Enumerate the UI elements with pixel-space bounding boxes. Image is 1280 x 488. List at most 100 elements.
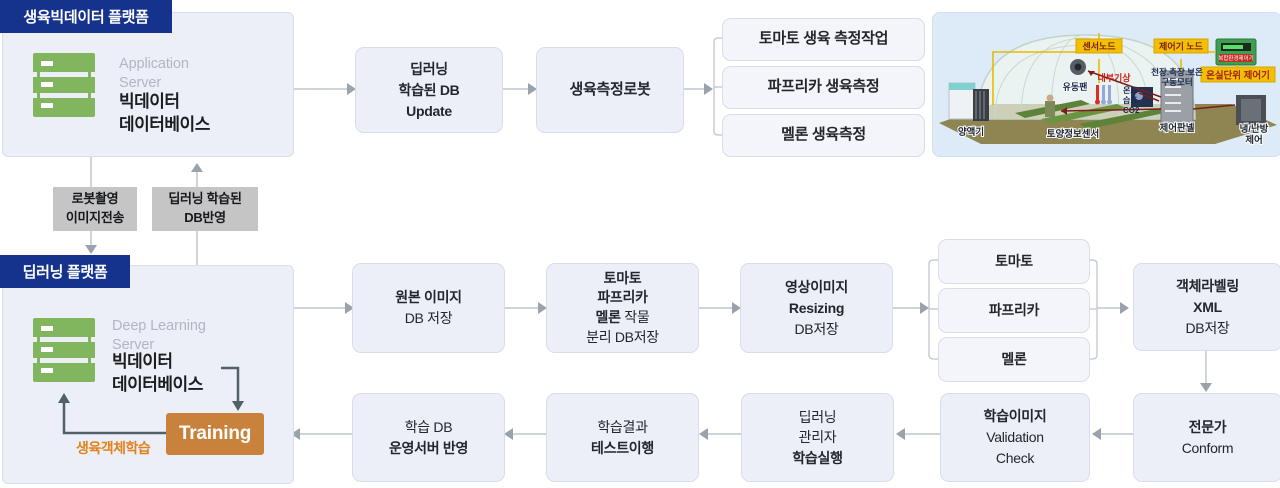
flow-box-crop-separation: 토마토 파프리카 멜론 작물 분리 DB저장 [546,263,699,353]
test-line2: 테스트이행 [591,439,654,456]
nutrient-machine-top [949,83,975,90]
validation-line2: Validation [986,429,1044,445]
flow-box-growth-robot: 생육측정로봇 [536,47,684,133]
gh-controller-label: 온실단위 제어기 [1206,70,1270,82]
separate-line3-bold: 멜론 [595,309,621,325]
expert-line1: 전문가 [1188,418,1227,435]
flow-box-object-labeling: 객체라벨링 XML DB저장 [1133,263,1280,351]
paprika-measure-label: 파프리카 생육측정 [767,78,880,96]
dl-server-name-line1: 빅데이터 [112,352,173,371]
resize-line1: 영상이미지 [785,278,848,295]
nutrient-pipes [973,89,989,121]
validation-line3: Check [995,450,1035,466]
app-server-name-line1: 빅데이터 [119,92,180,111]
transfer-up-line1: 딥러닝 학습된 [168,191,242,207]
fan-label: 유동팬 [1063,81,1088,92]
env-controller-device: 복합환경제어기 [1215,38,1257,66]
separate-line2: 파프리카 [597,289,648,306]
greenhouse-ribs [994,34,1174,118]
crop-paprika-label: 파프리카 [988,302,1040,318]
train-run-line3: 학습실행 [792,449,843,466]
test-line1: 학습결과 [597,418,648,435]
train-run-line2: 관리자 [798,429,837,446]
crop-row [1041,104,1126,124]
sensor-wires [992,33,1238,105]
resize-line2: Resizing [788,299,845,316]
flow-box-original-image: 원본 이미지 DB 저장 [352,263,505,353]
sensor-node-label: 센서노드 [1082,41,1116,52]
training-label: Training [178,423,252,444]
growth-robot-label: 생육측정로봇 [569,80,651,98]
original-image-line1: 원본 이미지 [395,289,462,305]
motor-label-line2: 구동모터 [1161,77,1192,87]
dl-db-update-line1: 딥러닝 [410,60,448,77]
task-box-tomato-measure: 토마토 생육 측정작업 [722,18,925,61]
original-image-line2: DB 저장 [404,310,453,326]
env-co2-label: CO2 [1123,106,1140,115]
transfer-label-trained-db: 딥러닝 학습된 DB반영 [152,187,258,231]
indoor-weather-label: 내부기상 [1097,72,1131,83]
dl-server-type-line1: Deep Learning [112,318,206,334]
flow-box-deploy-db: 학습 DB 운영서버 반영 [352,393,505,482]
train-run-line1: 딥러닝 [798,409,837,426]
sensor-node-tag [1075,38,1123,54]
flow-box-expert-conform: 전문가 Conform [1133,393,1280,482]
crop-tomato-label: 토마토 [995,253,1033,269]
validation-line1: 학습이미지 [983,408,1047,424]
server-stack-icon [33,318,95,382]
control-arrowheads [1061,71,1095,115]
hvac-label-line1: 냉/난방 [1240,123,1269,135]
app-server-type: Application Server [119,55,189,93]
separate-line4: 분리 DB저장 [586,328,659,345]
transfer-down-line1: 로봇촬영 [71,191,119,207]
server-stack-icon [33,53,95,117]
dl-db-update-line2: 학습된 DB [398,81,460,98]
resize-line3: DB저장 [794,320,839,337]
env-temp-label: 온도 [1123,86,1138,95]
app-server-type-line1: Application [119,56,189,72]
crop-box-tomato: 토마토 [938,239,1090,284]
flow-box-test-results: 학습결과 테스트이행 [546,393,699,482]
labeling-line1: 객체라벨링 [1176,277,1239,294]
thermometer-icon [1095,85,1112,105]
app-server-name: 빅데이터 데이터베이스 [119,91,210,137]
app-server-name-line2: 데이터베이스 [119,114,210,134]
growth-object-learning-note: 생육객체학습 [76,438,151,458]
dl-db-update-line3: Update [406,102,452,119]
dl-server-type: Deep Learning Server [112,317,206,355]
deep-learning-platform-title: 딥러닝 플랫폼 [22,264,108,281]
flow-box-validation-check: 학습이미지 Validation Check [940,393,1090,482]
dl-server-name-line2: 데이터베이스 [112,374,203,394]
tomato-measure-label: 토마토 생육 측정작업 [758,30,889,48]
flow-box-image-resizing: 영상이미지 Resizing DB저장 [740,263,893,353]
growth-object-learning-text: 생육객체학습 [76,440,151,456]
crop-melon-label: 멜론 [1001,351,1027,367]
transfer-up-line2: DB반영 [184,210,226,225]
expert-line2: Conform [1181,439,1234,456]
pipe-lines [975,91,985,119]
app-server-type-line2: Server [119,74,162,91]
crop-row [1079,108,1169,129]
control-arrows [1060,70,1236,112]
transfer-label-robot-images: 로봇촬영 이미지전송 [53,187,137,231]
callout-labels: 센서노드 제어기 노드 온실단위 제어기 [1075,38,1276,83]
separate-line1: 토마토 [603,269,642,286]
transfer-down-line2: 이미지전송 [65,210,125,225]
env-humidity-label: 습도 [1123,95,1138,105]
separate-line3: 멜론 작물 [596,308,650,328]
cabinet-rows [1165,78,1181,112]
greenhouse-illustration: 복합환경제어기 센서노드 제어기 노드 온실단위 제어기 내부기상 [932,12,1280,157]
soil-sensor-label: 토양정보센서 [1047,128,1099,140]
controller-node-tag [1153,38,1209,54]
motor-label-line1: 천장.측장.보온 [1151,67,1203,77]
crop-box-melon: 멜론 [938,337,1090,382]
scene-texts: 내부기상 천장.측장.보온 구동모터 온도 습도 CO2 유동팬 양액기 토양정… [957,67,1270,147]
bigdata-platform-title: 생육빅데이터 플랫폼 [23,9,149,26]
deep-learning-platform-ribbon: 딥러닝 플랫폼 [0,255,130,288]
training-box: Training [166,413,264,455]
labeling-line2: XML [1193,298,1222,315]
fan-hub [1074,63,1082,71]
flow-box-training-execution: 딥러닝 관리자 학습실행 [741,393,894,482]
melon-measure-label: 멜론 생육측정 [781,126,866,144]
